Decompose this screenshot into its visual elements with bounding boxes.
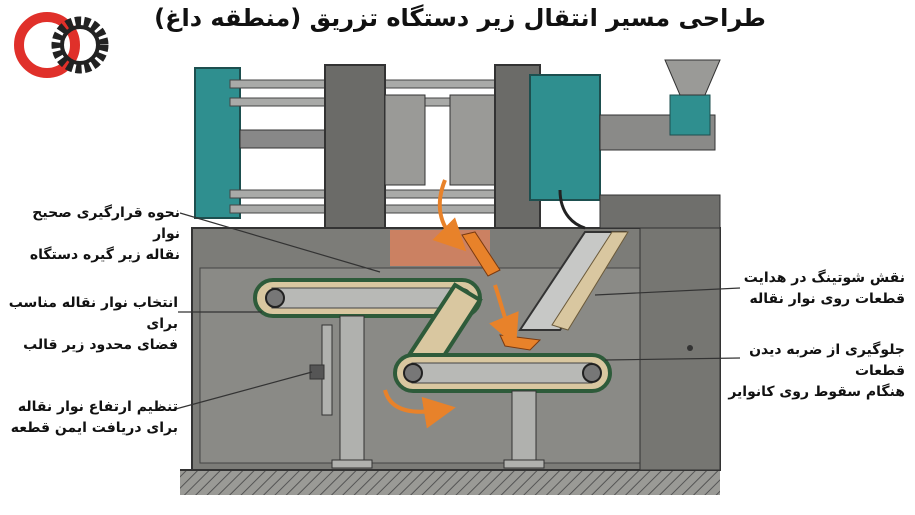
machine-top [194,59,721,230]
label-impact-prevention: جلوگیری از ضربه دیدن قطعات هنگام سقوط رو… [712,340,905,403]
label-line: نحوه قرارگیری صحیح نوار [32,205,180,242]
conveyor-supports [309,315,545,469]
falling-part [461,231,501,277]
label-line: انتخاب نوار نقاله مناسب برای [8,295,178,332]
label-line: تنظیم ارتفاع نوار نقاله [17,399,178,415]
label-conveyor-placement: نحوه قرارگیری صحیح نوار نقاله زیر گیره د… [10,203,180,266]
label-line: قطعات روی نوار نقاله [749,291,905,307]
label-line: نقاله زیر گیره دستگاه [29,247,180,263]
logo [14,12,109,78]
lower-conveyor [393,353,612,393]
floor [180,470,720,495]
page-title: طراحی مسیر انتقال زیر دستگاه تزریق (منطق… [154,4,766,32]
label-line: هنگام سقوط روی کانوایر [728,384,905,400]
label-height-adjustment: تنظیم ارتفاع نوار نقاله برای دریافت ایمن… [10,397,178,439]
label-line: نقش شوتینگ در هدایت [743,270,905,286]
leader-lines [171,212,741,411]
label-conveyor-selection: انتخاب نوار نقاله مناسب برای فضای محدود … [0,293,178,356]
flow-arrows [383,179,519,429]
label-line: فضای محدود زیر قالب [23,337,178,353]
label-chute-role: نقش شوتینگ در هدایت قطعات روی نوار نقاله [740,268,905,310]
label-line: جلوگیری از ضربه دیدن قطعات [749,342,905,379]
label-line: برای دریافت ایمن قطعه [10,420,178,436]
